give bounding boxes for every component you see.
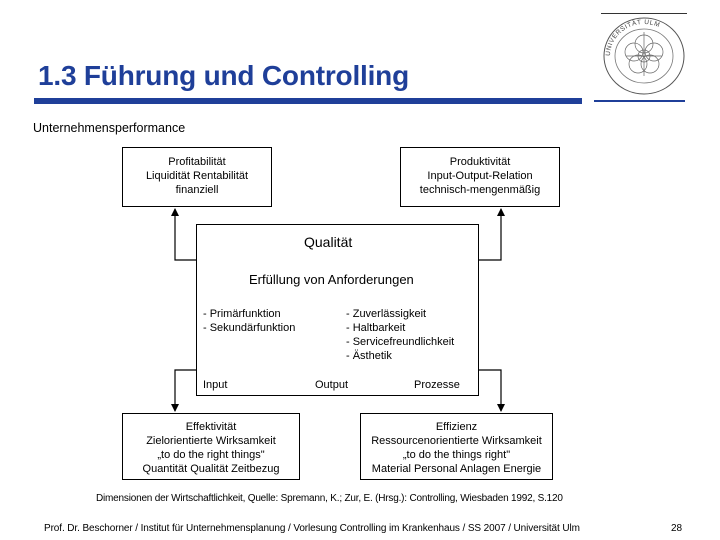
source-footnote: Dimensionen der Wirtschaftlichkeit, Quel…	[96, 493, 563, 504]
title-underline	[34, 98, 582, 104]
flow-process-label: Prozesse	[414, 379, 460, 391]
profitability-box: Profitabilität Liquidität Rentabilität f…	[122, 147, 272, 207]
productivity-title: Produktivität	[449, 156, 511, 168]
arrow-quality-to-effectiveness	[171, 369, 196, 412]
university-seal-icon: UNIVERSITÄT ULM	[603, 17, 685, 95]
efficiency-title: Effizienz	[435, 421, 478, 433]
effectiveness-quote: „to do the right things"	[157, 449, 265, 461]
productivity-box: Produktivität Input-Output-Relation tech…	[400, 147, 560, 207]
logo-top-rule	[601, 13, 687, 14]
quality-subheading: Erfüllung von Anforderungen	[249, 272, 414, 287]
arrow-quality-to-productivity	[479, 208, 505, 261]
effectiveness-detail: Zielorientierte Wirksamkeit	[146, 435, 276, 447]
effectiveness-box: Effektivität Zielorientierte Wirksamkeit…	[122, 413, 300, 480]
flow-output-label: Output	[315, 379, 349, 391]
function-item: - Primärfunktion	[203, 308, 281, 320]
arrow-quality-to-efficiency	[479, 369, 505, 412]
criteria-item: - Zuverlässigkeit	[346, 308, 427, 320]
effectiveness-dimensions: Quantität Qualität Zeitbezug	[142, 463, 280, 475]
quality-box: Qualität Erfüllung von Anforderungen - P…	[196, 224, 479, 396]
efficiency-quote: „to do the things right"	[402, 449, 511, 461]
productivity-type: technisch-mengenmäßig	[419, 184, 541, 196]
efficiency-detail: Ressourcenorientierte Wirksamkeit	[371, 435, 542, 447]
effectiveness-title: Effektivität	[185, 421, 237, 433]
quality-heading: Qualität	[304, 234, 353, 250]
efficiency-box: Effizienz Ressourcenorientierte Wirksamk…	[360, 413, 553, 480]
criteria-item: - Servicefreundlichkeit	[346, 336, 455, 348]
criteria-item: - Ästhetik	[346, 350, 392, 362]
profitability-title: Profitabilität	[168, 156, 226, 168]
profitability-detail: Liquidität Rentabilität	[145, 170, 249, 182]
slide-footer: Prof. Dr. Beschorner / Institut für Unte…	[44, 523, 580, 534]
criteria-item: - Haltbarkeit	[346, 322, 406, 334]
slide-subtitle: Unternehmensperformance	[33, 121, 186, 135]
profitability-type: finanziell	[175, 184, 219, 196]
efficiency-resources: Material Personal Anlagen Energie	[371, 463, 542, 475]
flow-input-label: Input	[203, 379, 228, 391]
productivity-detail: Input-Output-Relation	[427, 170, 533, 182]
function-item: - Sekundärfunktion	[203, 322, 296, 334]
slide-title: 1.3 Führung und Controlling	[38, 60, 409, 91]
arrow-quality-to-profit	[171, 208, 196, 261]
title-underline-right	[594, 100, 685, 102]
page-number: 28	[671, 523, 683, 534]
